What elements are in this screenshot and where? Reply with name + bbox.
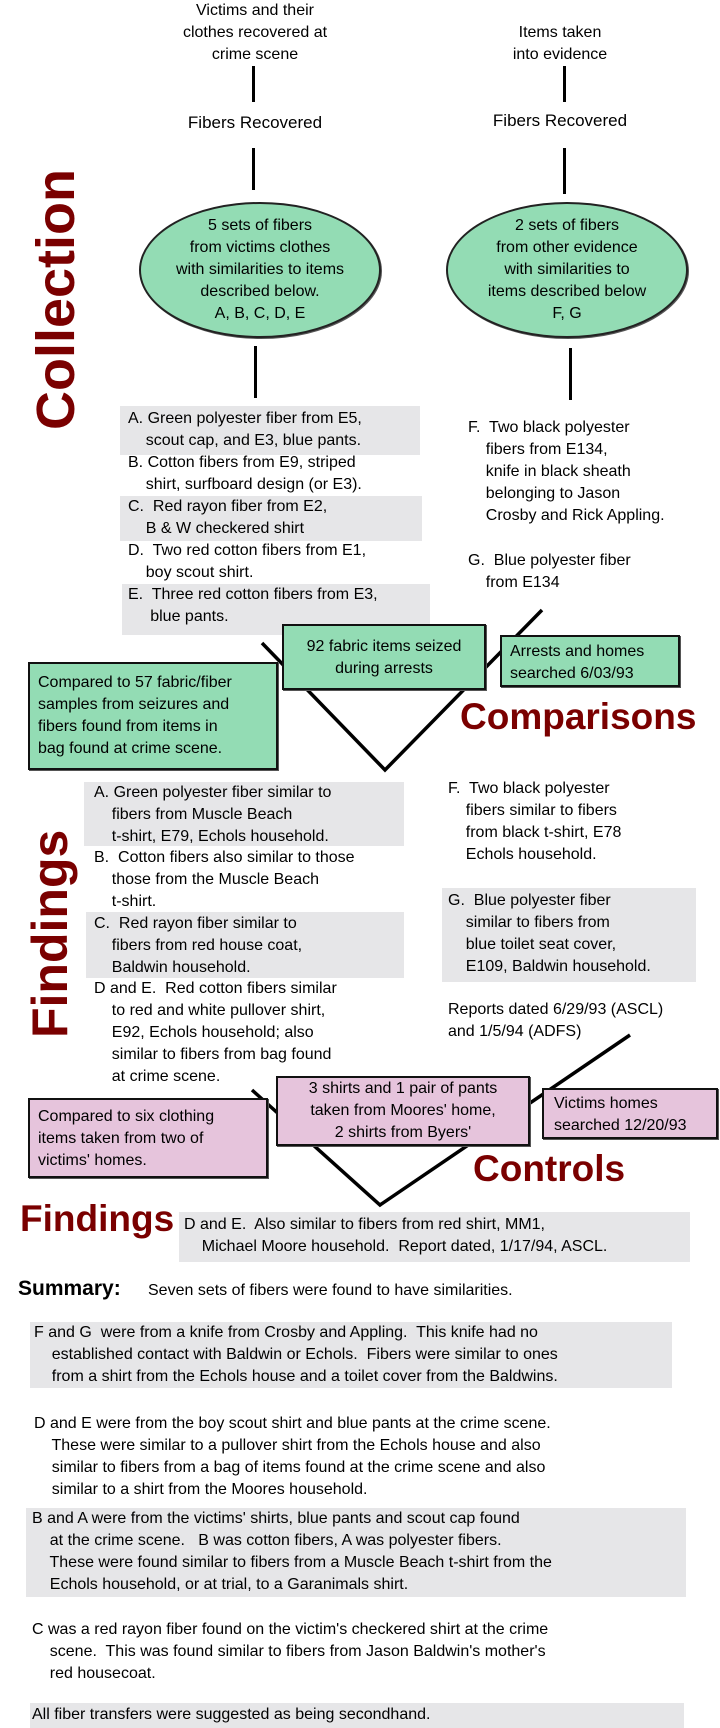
collection-item-a: A. Green polyester fiber from E5, scout … (128, 410, 362, 449)
section-label-controls: Controls (473, 1148, 626, 1189)
connector-right-2 (563, 148, 566, 194)
collection-item-f: F. Two black polyester fibers from E134,… (468, 419, 665, 524)
connector-left-2 (252, 148, 255, 190)
collection-item-b: B. Cotton fibers from E9, striped shirt,… (128, 454, 362, 493)
summary-label: Summary: (18, 1277, 121, 1300)
comparisons-left-box: Compared to 57 fabric/fiber samples from… (28, 662, 278, 770)
collection-item-g: G. Blue polyester fiber from E134 (468, 552, 631, 591)
comparisons-right-box: Arrests and homes searched 6/03/93 (500, 635, 680, 687)
summary-paragraph-c: C was a red rayon fiber found on the vic… (32, 1621, 549, 1682)
controls-findings-text: D and E. Also similar to fibers from red… (184, 1216, 608, 1255)
findings-item-c: C. Red rayon fiber similar to fibers fro… (94, 915, 303, 976)
summary-paragraph-f-g: F and G were from a knife from Crosby an… (34, 1324, 558, 1385)
left-fibers-ellipse: 5 sets of fibers from victims clothes wi… (139, 202, 381, 338)
left-ellipse-text: 5 sets of fibers from victims clothes wi… (175, 217, 345, 322)
connector-right-1 (563, 66, 566, 102)
summary-band-3 (26, 1508, 686, 1597)
right-fibers-recovered: Fibers Recovered (492, 111, 628, 130)
findings-band-a (84, 782, 404, 846)
right-ellipse-text: 2 sets of fibers from other evidence wit… (487, 217, 647, 322)
summary-intro: Seven sets of fibers were found to have … (148, 1282, 513, 1299)
findings-item-a: A. Green polyester fiber similar to fibe… (94, 784, 332, 845)
findings-band-g (442, 888, 696, 982)
section-label-findings: Findings (22, 829, 78, 1038)
section-label-collection: Collection (26, 168, 86, 430)
section-label-findings-controls: Findings (20, 1198, 175, 1239)
left-source-label: Victims and their clothes recovered at c… (182, 2, 328, 63)
summary-paragraph-b-a: B and A were from the victims' shirts, b… (32, 1510, 552, 1593)
controls-right-box: Victims homes searched 12/20/93 (542, 1088, 718, 1139)
summary-paragraph-d-e: D and E were from the boy scout shirt an… (34, 1415, 551, 1498)
controls-left-box: Compared to six clothing items taken fro… (28, 1098, 268, 1178)
comparisons-center-box: 92 fabric items seized during arrests (282, 624, 486, 690)
connector-left-1 (252, 66, 255, 102)
findings-item-f: F. Two black polyester fibers similar to… (448, 780, 622, 863)
summary-band-1 (30, 1322, 672, 1388)
collection-item-e: E. Three red cotton fibers from E3, blue… (128, 586, 378, 625)
right-source-label: Items taken into evidence (512, 24, 608, 63)
connector-left-3 (254, 346, 257, 398)
controls-findings-band (179, 1212, 690, 1262)
connector-right-3 (569, 348, 572, 400)
summary-band-5 (30, 1703, 684, 1728)
findings-band-c (86, 912, 404, 978)
findings-reports: Reports dated 6/29/93 (ASCL) and 1/5/94 … (448, 1001, 664, 1040)
collection-item-c: C. Red rayon fiber from E2, B & W checke… (128, 498, 328, 537)
summary-paragraph-secondhand: All fiber transfers were suggested as be… (32, 1706, 431, 1723)
collection-band-a (120, 406, 420, 455)
controls-center-box: 3 shirts and 1 pair of pants taken from … (276, 1076, 530, 1146)
collection-item-d: D. Two red cotton fibers from E1, boy sc… (128, 542, 367, 581)
findings-item-g: G. Blue polyester fiber similar to fiber… (448, 892, 651, 975)
findings-item-d-e: D and E. Red cotton fibers similar to re… (94, 980, 337, 1085)
findings-item-b: B. Cotton fibers also similar to those t… (94, 849, 355, 910)
section-label-comparisons: Comparisons (460, 696, 697, 737)
right-fibers-ellipse: 2 sets of fibers from other evidence wit… (446, 202, 688, 338)
left-fibers-recovered: Fibers Recovered (187, 113, 323, 132)
collection-band-c (120, 496, 422, 541)
